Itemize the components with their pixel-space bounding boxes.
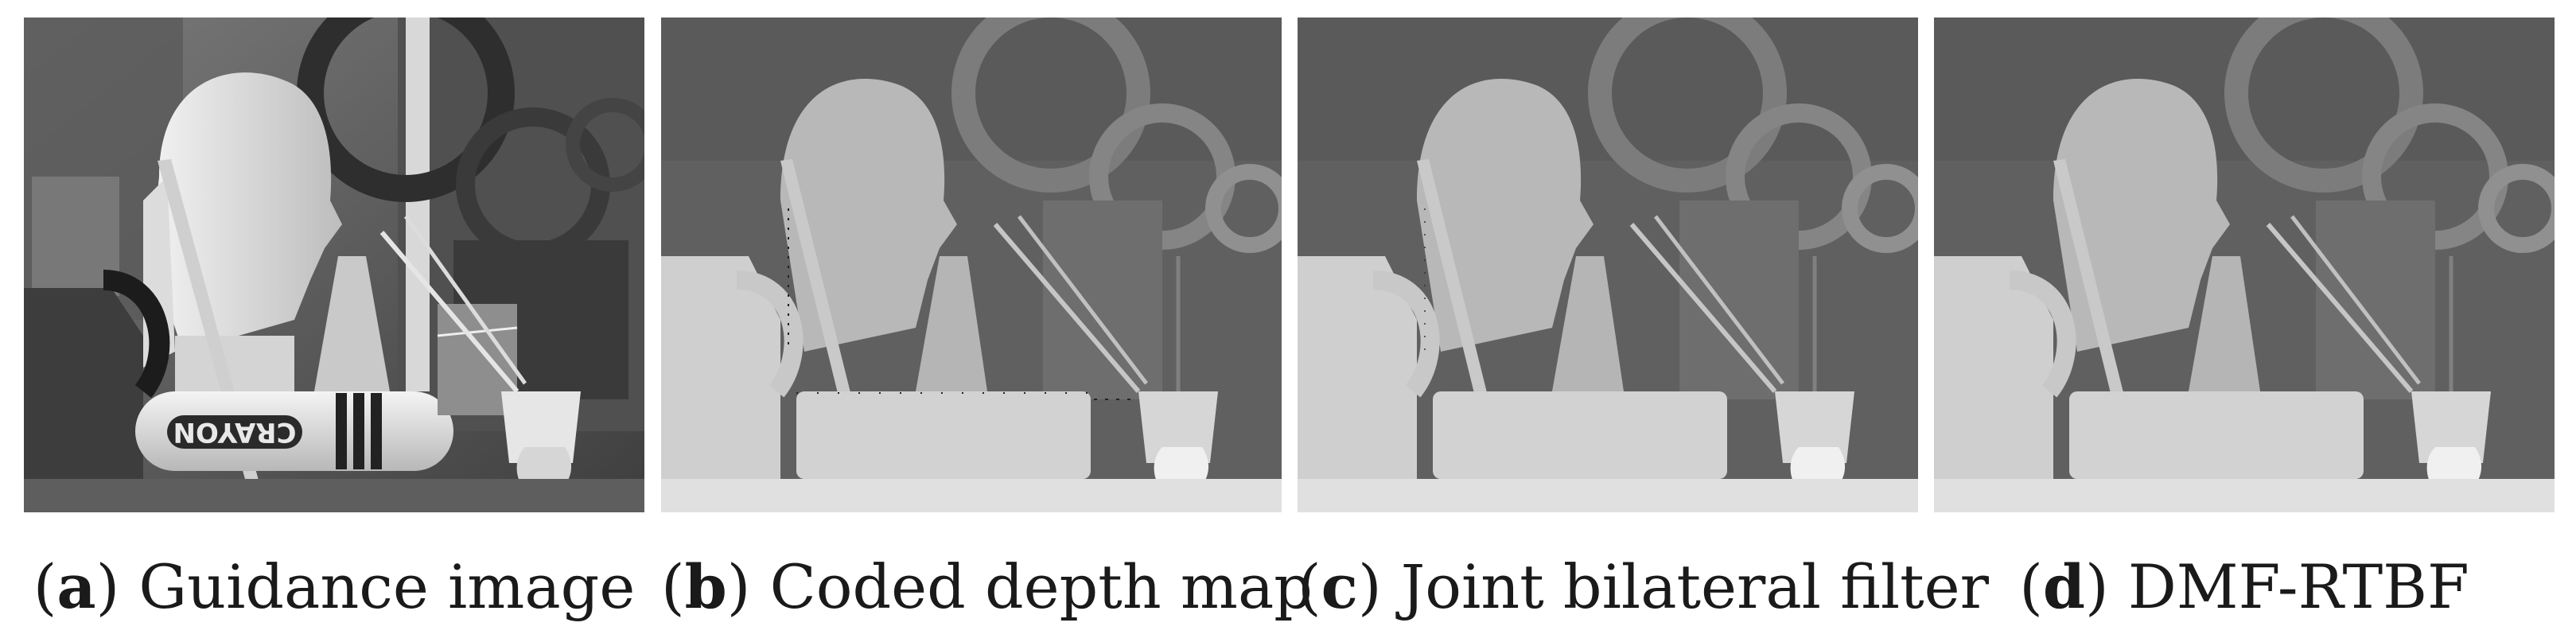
caption-a-text: Guidance image [138,551,636,622]
caption-d: (d) DMF-RTBF [2019,551,2469,622]
guidance-image: CRAYON [24,18,644,512]
joint-bilateral-filter-result [1298,18,1918,512]
caption-d-text: DMF-RTBF [2127,551,2469,622]
caption-a: (a) Guidance image [33,551,636,622]
guidance-image-panel: CRAYON [24,18,644,512]
caption-c: (c) Joint bilateral filter [1298,551,1989,622]
joint-bilateral-filter-panel [1298,18,1918,512]
caption-b: (b) Coded depth map [661,551,1313,622]
caption-b-letter: b [684,551,727,622]
coded-depth-map [661,18,1282,512]
dmf-rtbf-result [1934,18,2555,512]
caption-c-letter: c [1321,551,1358,622]
coded-depth-map-panel [661,18,1282,512]
caption-a-letter: a [56,551,96,622]
caption-d-letter: d [2042,551,2086,622]
caption-b-text: Coded depth map [769,551,1313,622]
caption-c-text: Joint bilateral filter [1400,551,1989,622]
crayon-label: CRAYON [173,416,297,448]
dmf-rtbf-panel [1934,18,2555,512]
